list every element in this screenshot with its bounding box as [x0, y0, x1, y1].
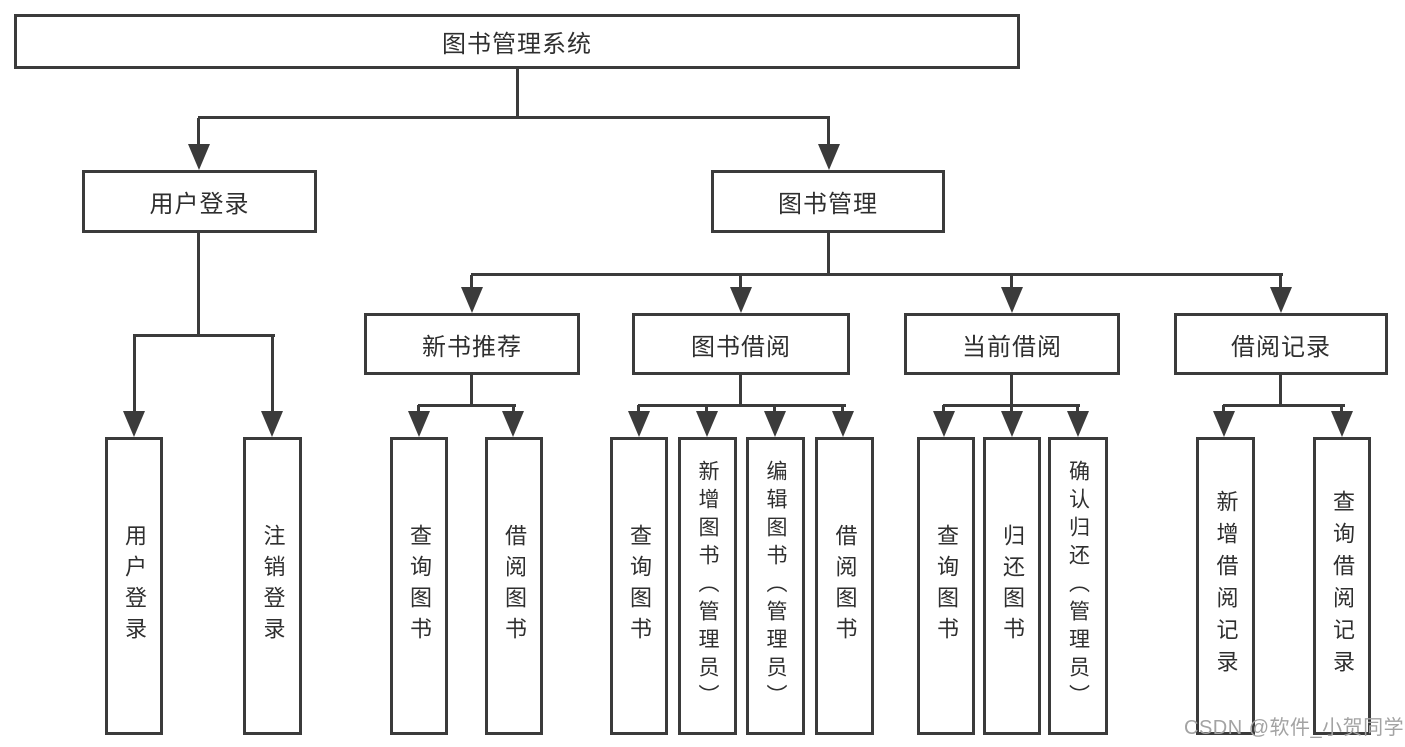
node-label: 新增图书（管理员）	[696, 460, 719, 712]
connector-line	[942, 405, 945, 414]
connector-line	[739, 275, 742, 289]
node-leaf-add-borrow-record: 新增借阅记录	[1196, 437, 1255, 735]
node-book-management: 图书管理	[711, 170, 945, 233]
connector-line	[827, 118, 830, 148]
node-label: 借阅图书	[832, 524, 858, 648]
connector-line	[470, 275, 473, 289]
arrowhead-down-icon	[628, 411, 650, 437]
connector-line	[512, 405, 515, 414]
connector-line	[638, 404, 846, 407]
arrowhead-down-icon	[1331, 411, 1353, 437]
node-leaf-borrow-books-1: 借阅图书	[485, 437, 543, 735]
node-label: 注销登录	[260, 524, 286, 648]
node-label: 编辑图书（管理员）	[764, 460, 787, 712]
arrowhead-down-icon	[1001, 287, 1023, 313]
node-leaf-query-books-3: 查询图书	[917, 437, 975, 735]
arrowhead-down-icon	[123, 411, 145, 437]
arrowhead-down-icon	[933, 411, 955, 437]
node-leaf-query-borrow-record: 查询借阅记录	[1313, 437, 1371, 735]
connector-line	[1010, 375, 1013, 406]
node-label: 图书借阅	[691, 333, 791, 361]
connector-line	[470, 375, 473, 406]
node-label: 查询图书	[627, 524, 652, 648]
connector-line	[197, 233, 200, 337]
node-leaf-add-books-admin: 新增图书（管理员）	[678, 437, 737, 735]
connector-line	[271, 336, 274, 413]
connector-line	[418, 404, 516, 407]
connector-line	[841, 405, 844, 414]
node-label: 新书推荐	[422, 333, 522, 361]
connector-line	[1279, 275, 1282, 289]
node-label: 查询借阅记录	[1330, 490, 1355, 682]
node-label: 查询图书	[934, 524, 959, 648]
connector-line	[133, 334, 275, 337]
connector-line	[133, 336, 136, 413]
arrowhead-down-icon	[261, 411, 283, 437]
connector-line	[827, 233, 830, 276]
node-library-management-system: 图书管理系统	[14, 14, 1020, 69]
connector-line	[1076, 405, 1079, 414]
node-label: 当前借阅	[962, 333, 1062, 361]
arrowhead-down-icon	[832, 411, 854, 437]
node-label: 用户登录	[149, 191, 250, 218]
node-current-borrow: 当前借阅	[904, 313, 1120, 375]
connector-line	[637, 405, 640, 414]
node-label: 图书管理系统	[442, 31, 592, 58]
connector-line	[1010, 275, 1013, 289]
node-leaf-query-books-1: 查询图书	[390, 437, 448, 735]
node-leaf-confirm-return-admin: 确认归还（管理员）	[1048, 437, 1108, 735]
node-new-book-recommend: 新书推荐	[364, 313, 580, 375]
node-label: 新增借阅记录	[1213, 490, 1239, 682]
node-leaf-logout: 注销登录	[243, 437, 302, 735]
arrowhead-down-icon	[696, 411, 718, 437]
arrowhead-down-icon	[730, 287, 752, 313]
arrowhead-down-icon	[188, 144, 210, 170]
connector-line	[1340, 405, 1343, 414]
arrowhead-down-icon	[818, 144, 840, 170]
connector-line	[417, 405, 420, 414]
node-label: 归还图书	[1000, 524, 1025, 648]
connector-line	[1279, 375, 1282, 406]
node-leaf-return-books: 归还图书	[983, 437, 1041, 735]
connector-line	[773, 405, 776, 414]
connector-line	[1223, 404, 1345, 407]
node-label: 用户登录	[122, 524, 147, 648]
node-label: 借阅图书	[502, 524, 527, 648]
csdn-watermark: CSDN @软件_小贺同学	[1184, 717, 1405, 739]
node-leaf-query-books-2: 查询图书	[610, 437, 668, 735]
connector-line	[198, 116, 830, 119]
arrowhead-down-icon	[502, 411, 524, 437]
node-borrow-records: 借阅记录	[1174, 313, 1388, 375]
arrowhead-down-icon	[1270, 287, 1292, 313]
node-label: 确认归还（管理员）	[1066, 460, 1090, 712]
node-book-borrow: 图书借阅	[632, 313, 850, 375]
node-user-login: 用户登录	[82, 170, 317, 233]
arrowhead-down-icon	[461, 287, 483, 313]
connector-line	[1010, 405, 1013, 414]
node-label: 借阅记录	[1231, 333, 1331, 361]
node-label: 图书管理	[778, 191, 878, 218]
arrowhead-down-icon	[1213, 411, 1235, 437]
connector-line	[516, 69, 519, 119]
connector-line	[739, 375, 742, 406]
node-label: 查询图书	[407, 524, 432, 648]
connector-line	[197, 118, 200, 148]
arrowhead-down-icon	[764, 411, 786, 437]
connector-line	[471, 273, 1283, 276]
arrowhead-down-icon	[1067, 411, 1089, 437]
connector-line	[705, 405, 708, 414]
arrowhead-down-icon	[1001, 411, 1023, 437]
node-leaf-edit-books-admin: 编辑图书（管理员）	[746, 437, 805, 735]
connector-line	[1222, 405, 1225, 414]
node-leaf-borrow-books-2: 借阅图书	[815, 437, 874, 735]
node-leaf-user-login: 用户登录	[105, 437, 163, 735]
arrowhead-down-icon	[408, 411, 430, 437]
